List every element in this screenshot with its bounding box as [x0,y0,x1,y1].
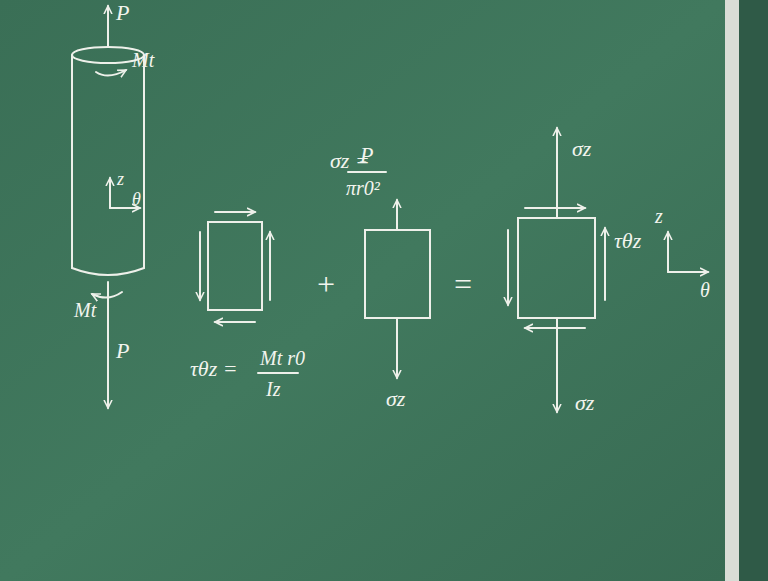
formula-denominator: Iz [266,379,280,399]
stress-label: τθz = [190,358,238,380]
stress-label: σz [575,392,594,414]
operator-symbol: + [315,268,337,300]
moment-label: Mt [132,50,154,70]
force-label: P [116,2,129,24]
stress-label: σz [386,388,405,410]
operator-symbol: = [452,268,474,300]
axis-label: θ [700,280,710,300]
axis-label: θ [132,190,141,208]
formula-numerator: P [360,144,373,166]
axis-label: z [117,170,124,188]
formula-denominator: πr0² [346,178,380,198]
force-label: P [116,340,129,362]
formula-numerator: Mt r0 [260,348,305,368]
stress-label: σz [572,138,591,160]
axis-label: z [655,206,663,226]
stress-label: τθz [614,230,641,252]
moment-label: Mt [74,300,96,320]
